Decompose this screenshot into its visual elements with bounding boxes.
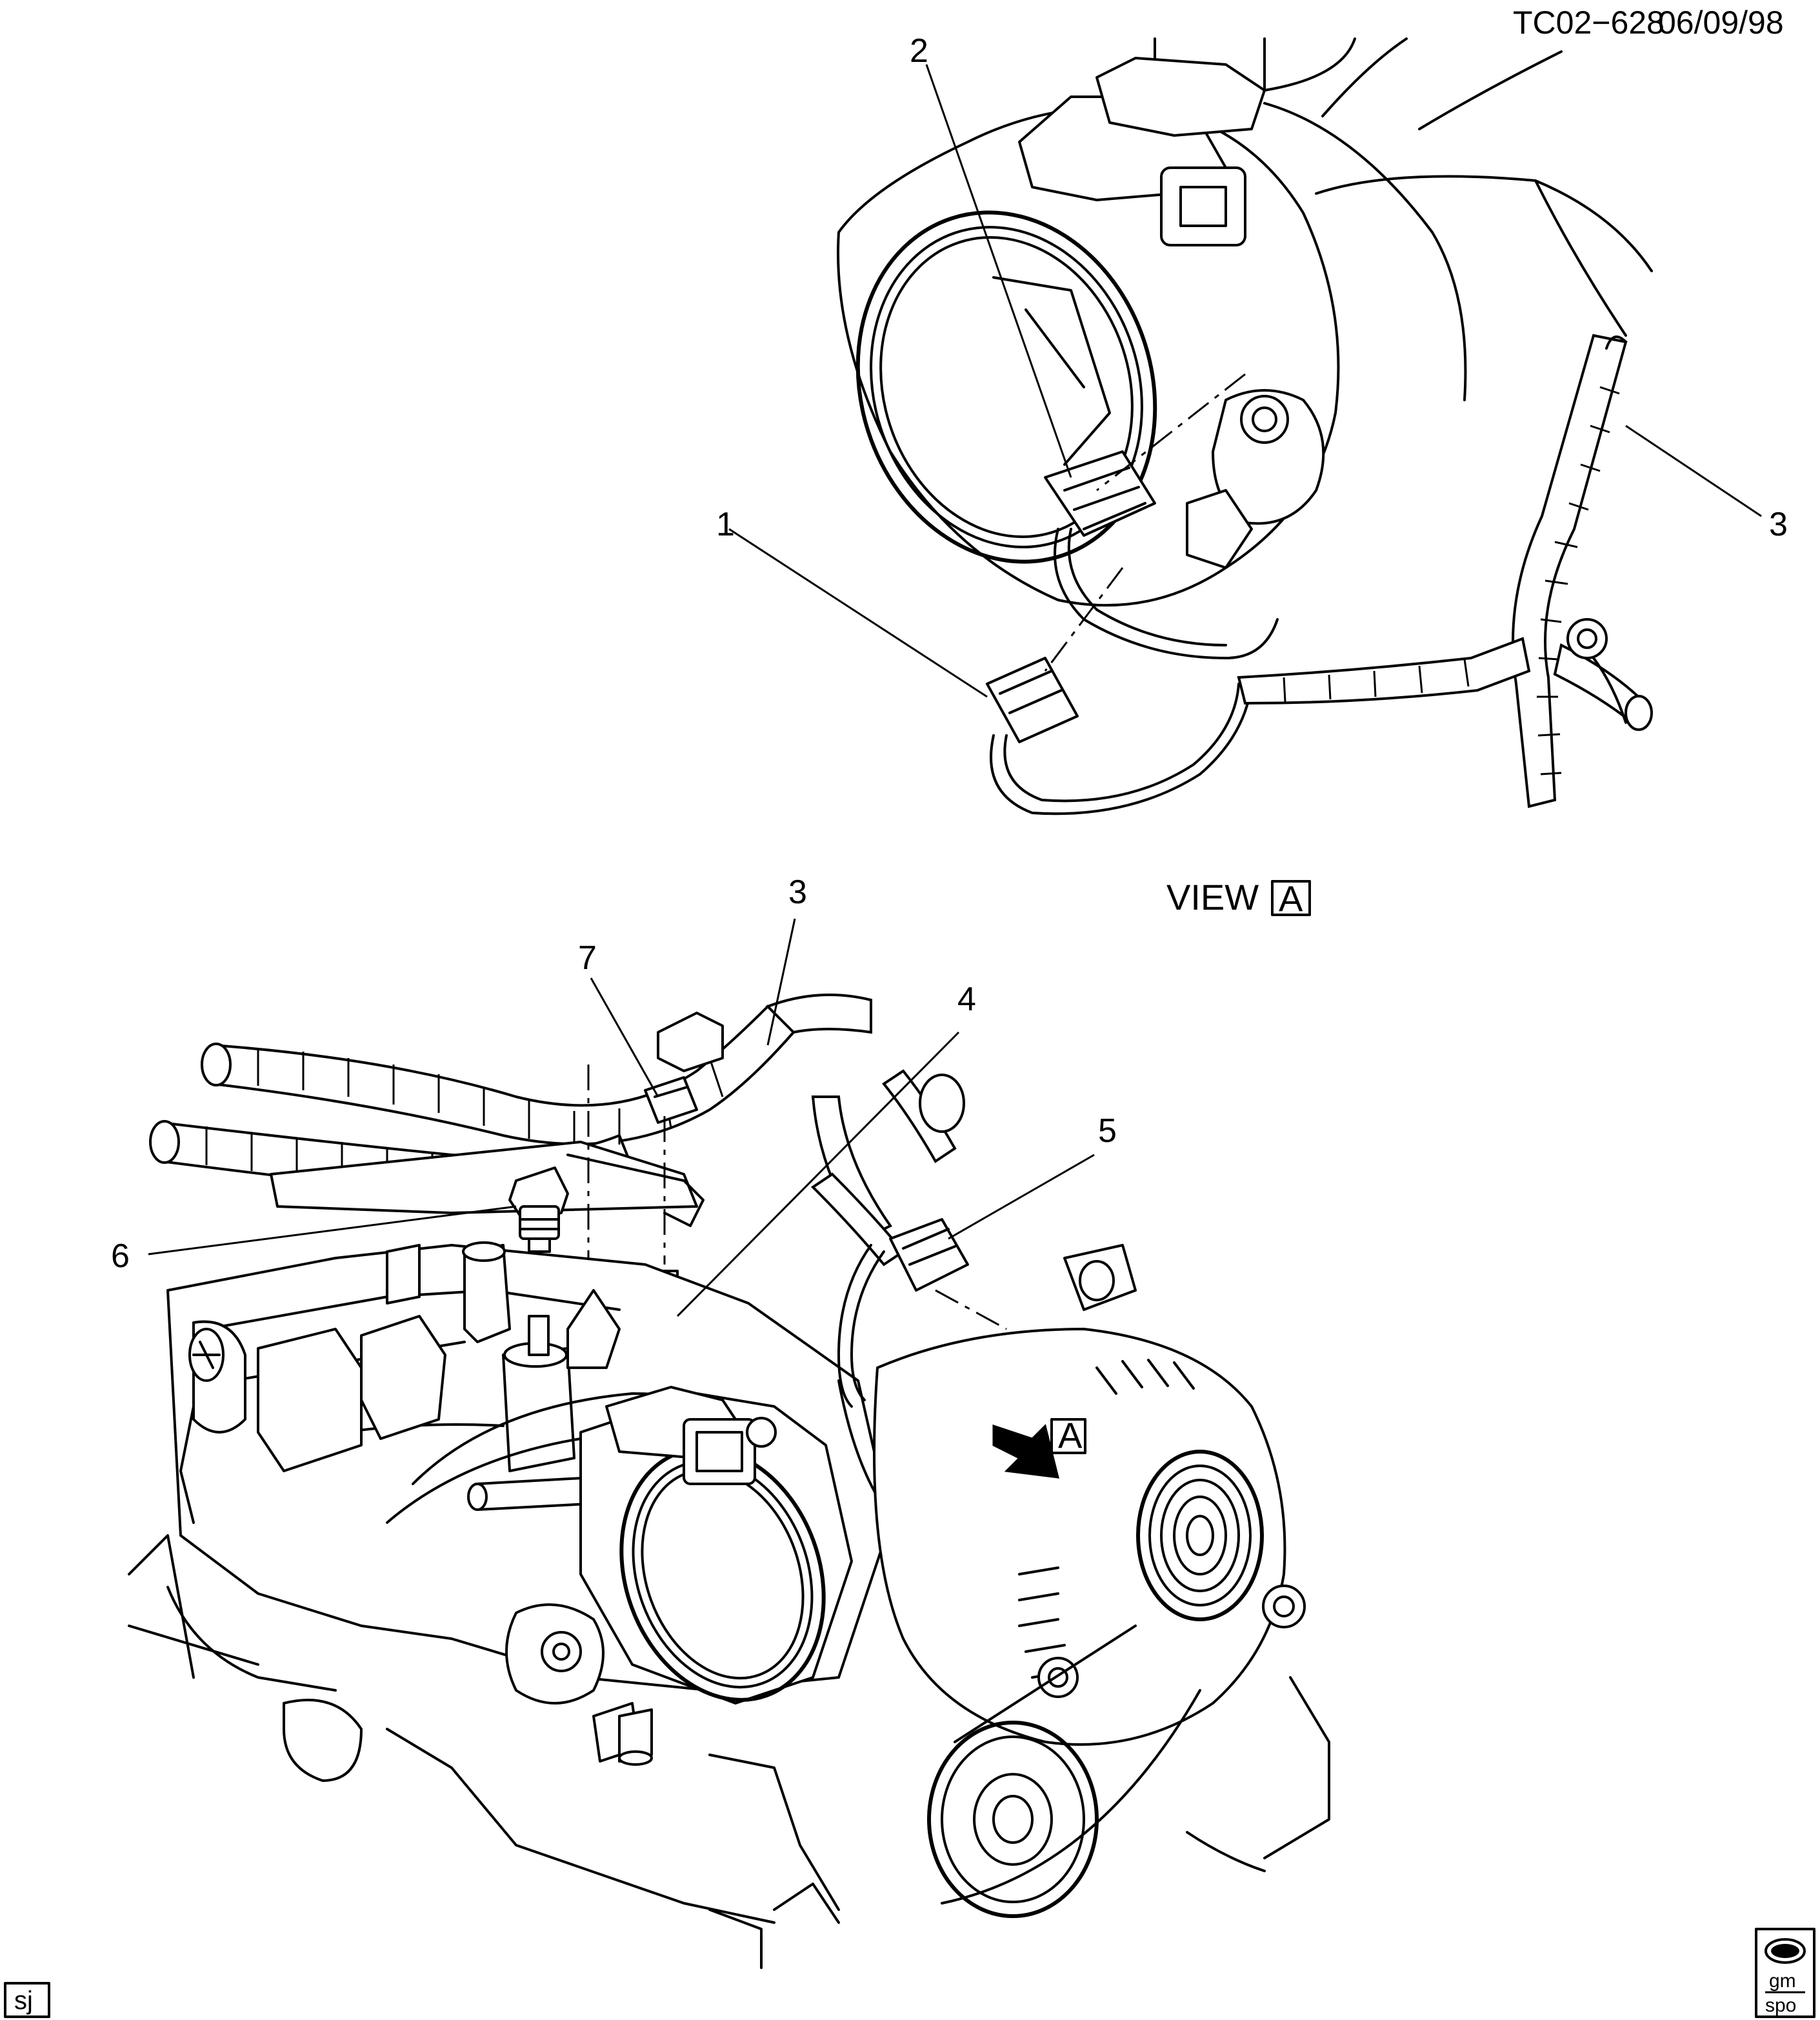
clip-7 <box>644 1076 698 1124</box>
callout-2: 2 <box>910 32 928 70</box>
connector-1 <box>986 657 1079 743</box>
callout-1: 1 <box>716 506 735 543</box>
view-letter-box <box>1271 880 1311 916</box>
leader-3-lower <box>766 918 796 1046</box>
arrow-letter-box <box>1050 1418 1086 1454</box>
callout-5: 5 <box>1098 1112 1117 1150</box>
logo-spo: spo <box>1765 1995 1796 2016</box>
engine-assembly: A <box>128 994 1330 1969</box>
alternator: A <box>873 1244 1306 1746</box>
connector-5 <box>889 1218 969 1292</box>
leader-5 <box>948 1154 1095 1240</box>
callout-4: 4 <box>957 981 976 1018</box>
drawing-id: TC02−628 <box>1513 5 1665 41</box>
leader-4 <box>676 1031 960 1317</box>
initials-box <box>4 1982 50 2018</box>
gm-spo-logo: gm spo <box>1755 1928 1815 2018</box>
crank-pulley <box>927 1721 1099 1918</box>
view-letter: A <box>1279 878 1303 919</box>
initials: sj <box>14 1986 33 2015</box>
leader-6 <box>148 1205 517 1255</box>
detail-view-a <box>728 37 1762 815</box>
callout-3-lower: 3 <box>788 874 807 911</box>
arrow-letter: A <box>1058 1415 1083 1455</box>
callout-7: 7 <box>578 939 597 977</box>
view-arrow-icon <box>992 1424 1059 1479</box>
sensor-6 <box>508 1166 569 1253</box>
leader-7 <box>590 977 659 1097</box>
logo-gm: gm <box>1769 1970 1796 1992</box>
drawing-date: 06/09/98 <box>1658 5 1784 41</box>
callout-3-upper: 3 <box>1769 506 1788 543</box>
view-label: VIEW <box>1166 877 1259 917</box>
connector-2 <box>1044 450 1156 537</box>
callout-6: 6 <box>111 1237 130 1275</box>
